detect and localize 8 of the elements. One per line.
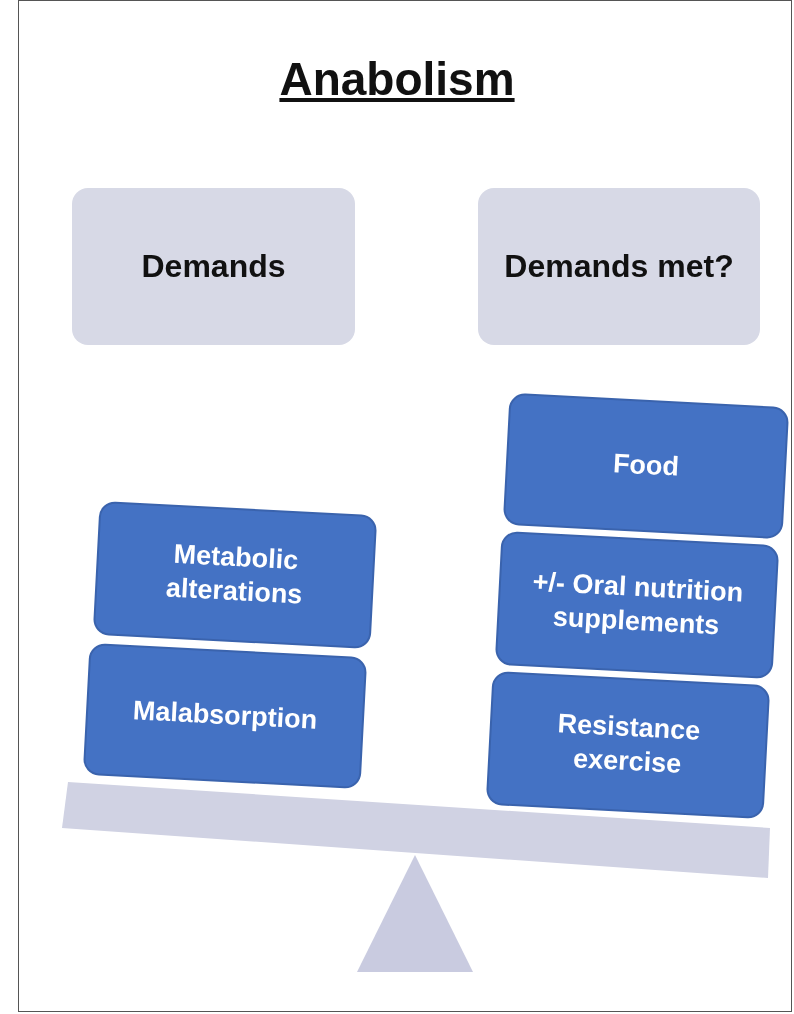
factor-box: Food <box>502 392 790 540</box>
factor-box: Resistance exercise <box>485 670 771 820</box>
factor-box: +/- Oral nutrition supplements <box>494 530 780 680</box>
factor-box: Metabolic alterations <box>92 500 378 650</box>
category-box: Demands met? <box>478 188 760 345</box>
diagram-title: Anabolism <box>279 53 515 105</box>
category-box: Demands <box>72 188 355 345</box>
factor-box: Malabsorption <box>82 642 368 790</box>
